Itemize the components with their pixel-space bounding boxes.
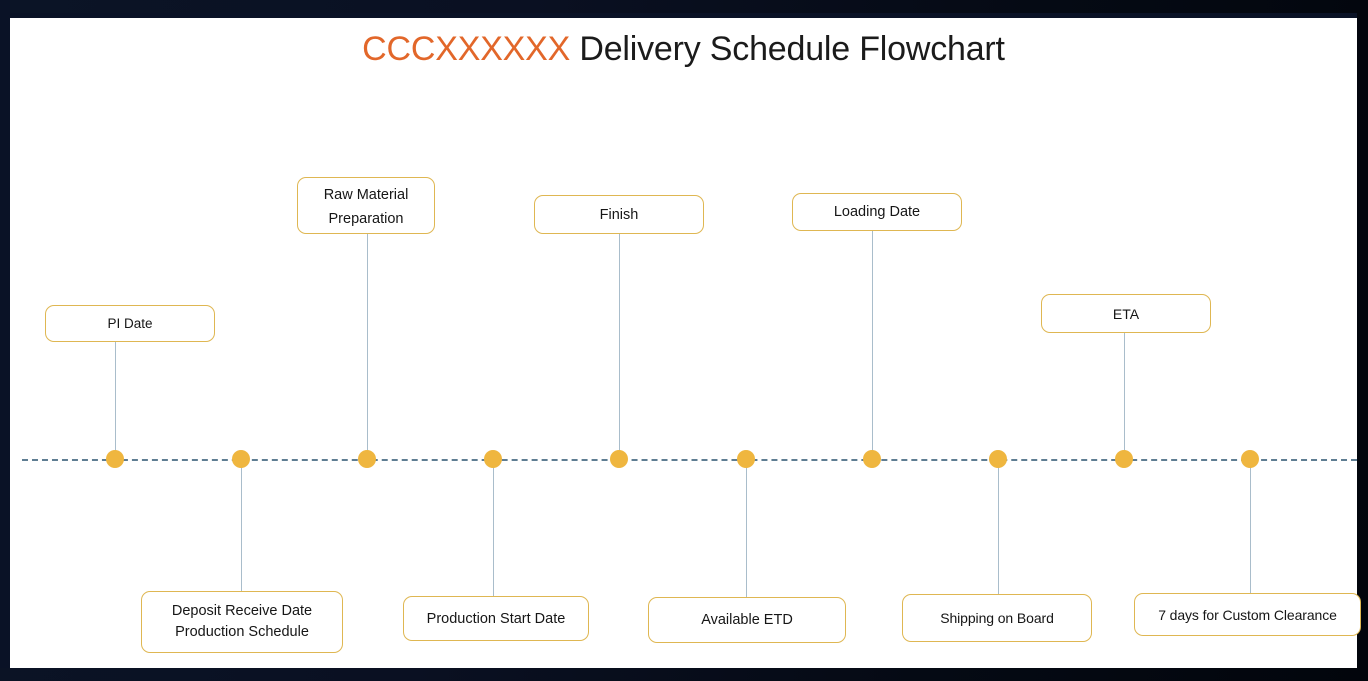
connector-line-available-etd [745, 459, 747, 615]
milestone-dot-deposit-receive[interactable] [232, 450, 250, 468]
node-box-eta[interactable]: ETA [1041, 294, 1211, 333]
connector-line-pi-date [114, 342, 116, 459]
node-label-eta: ETA [1112, 305, 1140, 322]
timeline-axis [22, 459, 1357, 461]
connector-line-loading-date [871, 231, 873, 459]
page-title: CCCXXXXXX Delivery Schedule Flowchart [10, 30, 1357, 69]
milestone-dot-available-etd[interactable] [737, 450, 755, 468]
node-box-loading-date[interactable]: Loading Date [792, 193, 962, 231]
connector-line-eta [1123, 333, 1125, 459]
connector-line-custom-clearance [1249, 459, 1251, 611]
title-accent-text: CCCXXXXXX [362, 30, 571, 68]
node-label-pi-date: PI Date [107, 316, 153, 331]
connector-line-shipping-on-board [997, 459, 999, 613]
connector-line-raw-material [366, 234, 368, 459]
connector-line-finish [618, 234, 620, 459]
node-box-finish[interactable]: Finish [534, 195, 704, 234]
node-box-production-start[interactable]: Production Start Date [403, 596, 589, 641]
node-label-finish: Finish [599, 206, 639, 223]
node-box-raw-material[interactable]: Raw Material Preparation [297, 177, 435, 234]
slide-bezel-top [0, 13, 1357, 18]
milestone-dot-shipping-on-board[interactable] [989, 450, 1007, 468]
milestone-dot-loading-date[interactable] [863, 450, 881, 468]
node-box-deposit-receive[interactable]: Deposit Receive Date Production Schedule [141, 591, 343, 653]
connector-line-production-start [492, 459, 494, 614]
connector-line-deposit-receive [240, 459, 242, 618]
milestone-dot-finish[interactable] [610, 450, 628, 468]
node-box-custom-clearance[interactable]: 7 days for Custom Clearance [1134, 593, 1361, 636]
milestone-dot-eta[interactable] [1115, 450, 1133, 468]
node-label-available-etd: Available ETD [701, 612, 793, 628]
node-label-shipping-on-board: Shipping on Board [940, 610, 1054, 626]
milestone-dot-raw-material[interactable] [358, 450, 376, 468]
milestone-dot-pi-date[interactable] [106, 450, 124, 468]
node-box-shipping-on-board[interactable]: Shipping on Board [902, 594, 1092, 642]
title-main-text: Delivery Schedule Flowchart [570, 30, 1005, 68]
slide-bezel-left [0, 0, 10, 668]
node-label-production-start: Production Start Date [426, 610, 566, 627]
node-box-available-etd[interactable]: Available ETD [648, 597, 846, 643]
node-label-custom-clearance: 7 days for Custom Clearance [1158, 606, 1337, 623]
milestone-dot-custom-clearance[interactable] [1241, 450, 1259, 468]
milestone-dot-production-start[interactable] [484, 450, 502, 468]
slide-canvas: CCCXXXXXX Delivery Schedule Flowchart PI… [10, 18, 1361, 668]
node-label-loading-date: Loading Date [833, 204, 921, 220]
node-label-deposit-receive: Deposit Receive Date Production Schedule [171, 602, 313, 640]
node-label-raw-material: Raw Material Preparation [323, 187, 409, 227]
node-box-pi-date[interactable]: PI Date [45, 305, 215, 342]
